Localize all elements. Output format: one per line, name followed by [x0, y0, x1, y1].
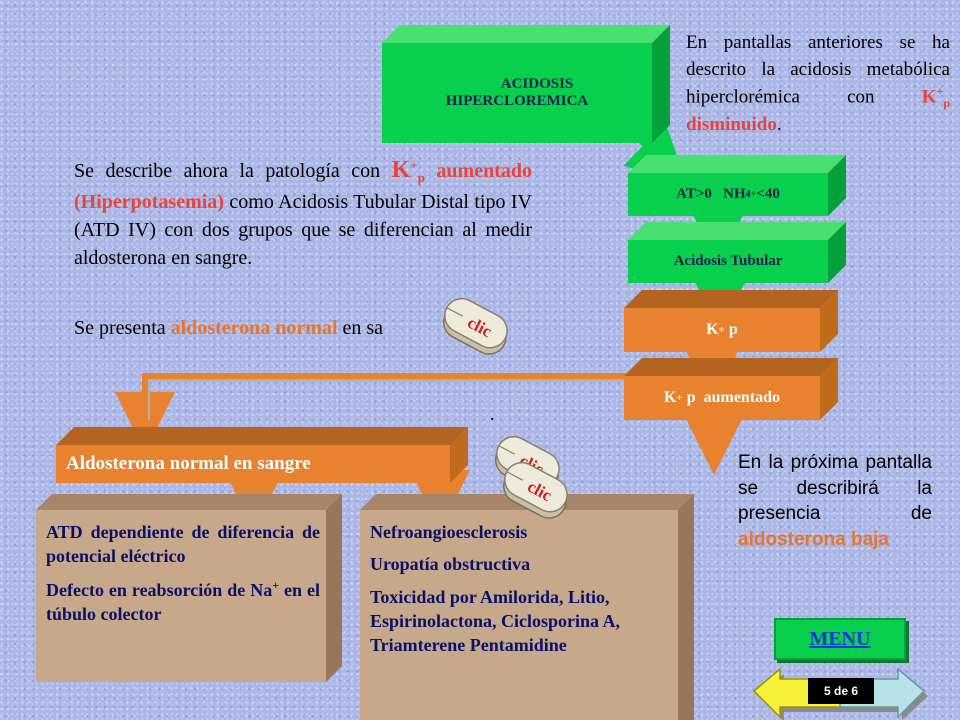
- node-acidosis-hipercloremica: ACIDOSIS HIPERCLOREMICA: [382, 25, 670, 143]
- box-atd-line2-sup: +: [272, 577, 280, 592]
- text-main-k: K: [391, 157, 411, 183]
- text-presenta-a: Se presenta: [74, 317, 171, 339]
- node-kp-aumentado-rest: p aumentado: [682, 389, 781, 406]
- page-indicator-label: 5 de 6: [823, 684, 859, 698]
- text-top-right-a: En pantallas anteriores se ha descrito l…: [686, 32, 950, 108]
- node-at-3d-shape: [628, 155, 846, 216]
- node-tubular-3d-shape: [628, 222, 846, 283]
- box-nefroangioesclerosis: Nefroangioesclerosis Uropatía obstructiv…: [360, 494, 694, 720]
- box-atd-line2-a: Defecto en reabsorción de Na: [46, 579, 273, 600]
- text-bottom-right: En la próxima pantalla se describirá la …: [738, 450, 932, 553]
- text-presenta-highlight: aldosterona normal: [170, 317, 338, 339]
- clic-button-1[interactable]: clic: [432, 297, 516, 360]
- text-presenta-b: en sa: [337, 317, 384, 339]
- node-kp-k: K: [706, 321, 719, 338]
- node-at-sub: 4: [745, 189, 751, 200]
- text-main-sub: p: [417, 170, 425, 185]
- node-kp-aumentado-3d-shape: [624, 358, 838, 420]
- mouse-icon: clic: [503, 461, 568, 519]
- node-acidosis-line2: HIPERCLOREMICA: [445, 93, 589, 109]
- page-navigation: 5 de 6: [752, 664, 932, 720]
- text-top-right-sup: +: [936, 84, 944, 99]
- box-atd-line1: ATD dependiente de diferencia de potenci…: [46, 522, 320, 567]
- node-tubular-label: Acidosis Tubular: [673, 253, 783, 269]
- text-dot: .: [490, 404, 495, 424]
- node-acidosis-tubular: Acidosis Tubular: [628, 222, 846, 283]
- node-kp: K+ p: [624, 290, 838, 352]
- node-aldosterona-3d-shape: [56, 427, 468, 483]
- box-nefro-item3: Toxicidad por Amilorida, Litio, Espirino…: [370, 586, 621, 656]
- node-kp-p: p: [724, 321, 738, 338]
- box-nefro-item2: Uropatía obstructiva: [370, 554, 531, 575]
- text-top-right-end: .: [776, 114, 782, 136]
- text-main-highlight: aumentado (Hiperpotasemia): [74, 160, 532, 213]
- node-at-tail: <40: [756, 186, 780, 202]
- menu-button[interactable]: MENU: [774, 618, 906, 660]
- node-aldosterona-normal: Aldosterona normal en sangre: [56, 427, 468, 483]
- box-atd-3d-shape: [36, 494, 342, 682]
- node-kp-aumentado: K+ p aumentado: [624, 358, 838, 420]
- text-presenta: Se presenta aldosterona normal en sa: [74, 317, 474, 340]
- text-main-sup: +: [410, 157, 418, 173]
- node-kp-aumentado-k: K: [663, 389, 677, 406]
- box-atd: ATD dependiente de diferencia de potenci…: [36, 494, 342, 682]
- text-top-right-sub: p: [943, 96, 950, 111]
- text-top-right: En pantallas anteriores se ha descrito l…: [686, 30, 950, 139]
- box-atd-line2: Defecto en reabsorción de Na+ en el túbu…: [46, 577, 320, 627]
- node-kp-sup: +: [718, 324, 725, 336]
- nav-arrows-shape: [752, 667, 928, 720]
- text-top-right-highlight: disminuido: [686, 114, 777, 136]
- connector-aumentado-to-aldosterona: [115, 373, 640, 452]
- node-aldosterona-label: Aldosterona normal en sangre: [66, 453, 311, 474]
- connector-shadow: [148, 379, 640, 420]
- box-nefro-3d-shape: [360, 494, 694, 720]
- text-bottom-right-a: En la próxima pantalla se describirá la …: [738, 452, 932, 525]
- text-main-a: Se describe ahora la patología con: [74, 160, 392, 182]
- node-at-sup: +: [750, 189, 757, 200]
- text-main-b: como Acidosis Tubular Distal tipo IV (AT…: [74, 190, 532, 269]
- menu-button-label: MENU: [809, 627, 871, 650]
- page-indicator: 5 de 6: [808, 678, 874, 704]
- box-nefro-item1: Nefroangioesclerosis: [370, 522, 528, 542]
- node-at-label: AT>0 NH: [676, 186, 746, 202]
- node-acidosis-3d-shape: [382, 25, 670, 143]
- clic-button-3[interactable]: clic: [492, 461, 576, 524]
- text-main: Se describe ahora la patología con K+p a…: [74, 154, 532, 272]
- node-acidosis-line1: ACIDOSIS: [500, 76, 574, 92]
- text-bottom-right-highlight: aldosterona baja: [738, 528, 889, 550]
- mouse-icon: clic: [443, 297, 508, 355]
- node-kp-aumentado-sup: +: [676, 392, 683, 404]
- box-atd-line2-b: en el túbulo colector: [46, 579, 320, 624]
- node-kp-3d-shape: [624, 290, 838, 352]
- text-top-right-k: K: [921, 86, 937, 108]
